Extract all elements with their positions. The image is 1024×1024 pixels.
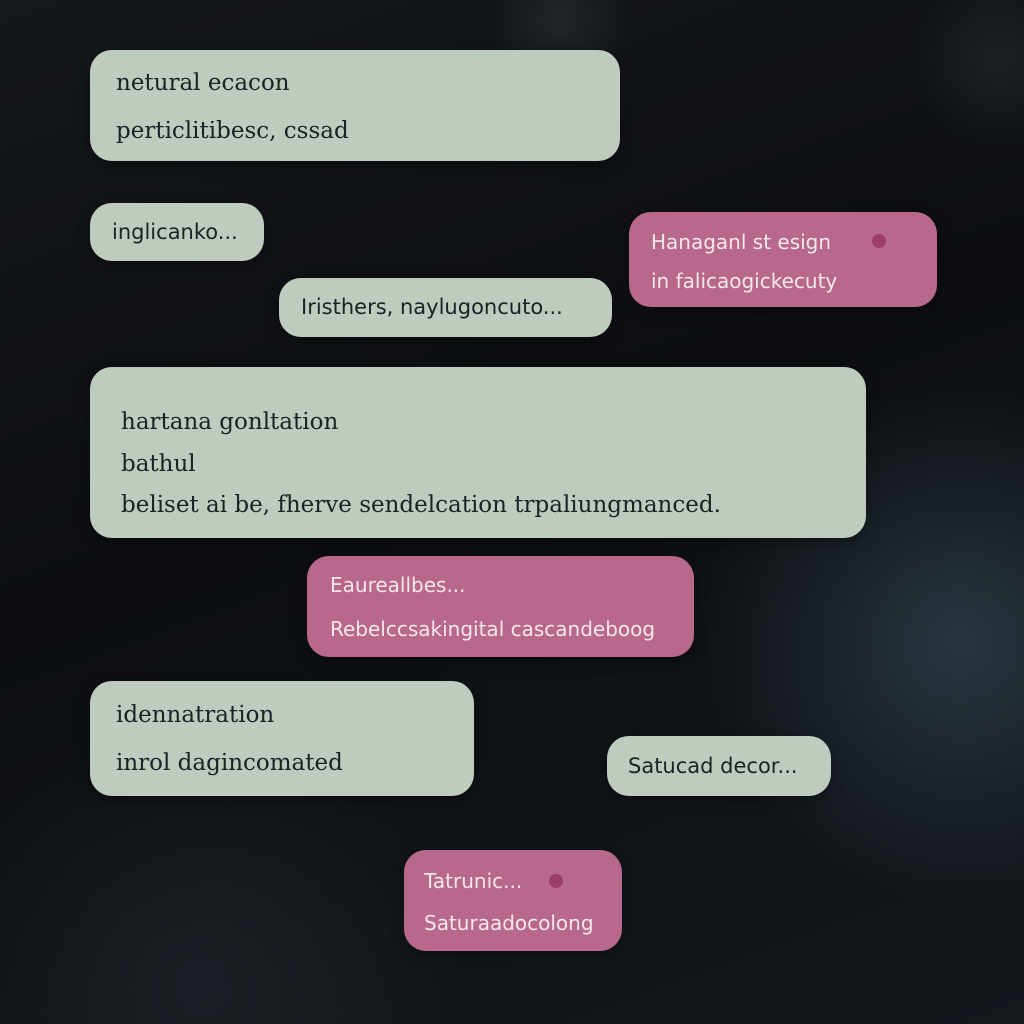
message-line: Iristhers, naylugoncuto... [301,295,563,319]
message-line: perticlitibesc, cssad [116,118,349,144]
message-bubble-3[interactable]: Hanaganl st esign in falicaogickecuty [629,212,937,307]
message-bubble-9[interactable]: Tatrunic... Saturaadocolong [404,850,622,951]
message-bubble-2[interactable]: inglicanko... [90,203,264,261]
message-line: inrol dagincomated [116,750,343,776]
message-line: inglicanko... [112,220,238,244]
message-bubble-8[interactable]: Satucad decor... [607,736,831,796]
unread-dot-icon [872,234,886,248]
message-line: Rebelccsakingital cascandeboog [330,617,656,641]
message-line: netural ecacon [116,70,290,96]
message-line: Satucad decor... [628,754,798,778]
message-line: Eaureallbes... [330,573,466,597]
message-line: Saturaadocolong [424,911,594,935]
message-line: hartana gonltation [121,409,339,435]
message-bubble-6[interactable]: Eaureallbes... Rebelccsakingital cascand… [307,556,694,657]
message-line: bathul [121,451,196,477]
message-bubble-4[interactable]: Iristhers, naylugoncuto... [279,278,612,337]
message-bubble-7[interactable]: idennatration inrol dagincomated [90,681,474,796]
message-line: Tatrunic... [424,869,523,893]
message-bubble-5[interactable]: hartana gonltation bathul beliset ai be,… [90,367,866,538]
message-line: beliset ai be, fherve sendelcation trpal… [121,492,721,518]
message-bubble-1[interactable]: netural ecacon perticlitibesc, cssad [90,50,620,161]
unread-dot-icon [549,874,563,888]
message-line: Hanaganl st esign [651,230,832,254]
message-line: in falicaogickecuty [651,269,838,293]
message-line: idennatration [116,702,275,728]
